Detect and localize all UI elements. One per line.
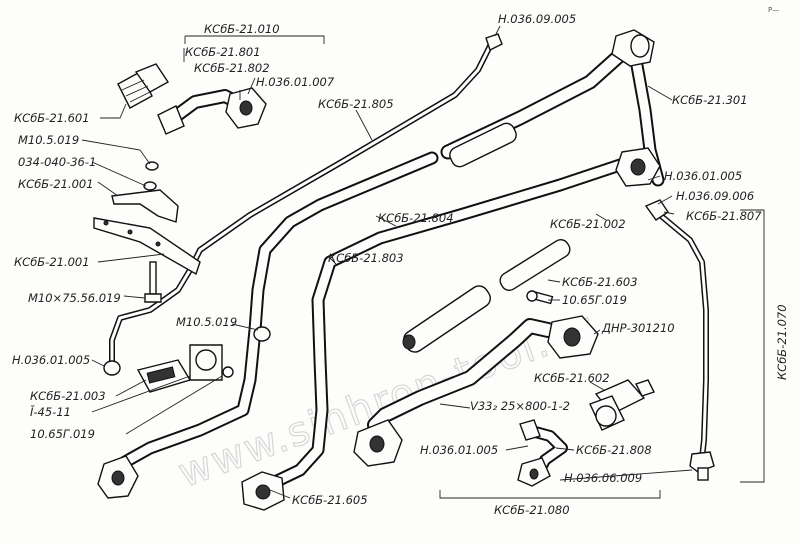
label-m10-5-019-top: М10.5.019 [18, 133, 79, 147]
label-21-080: КСбБ-21.080 [494, 503, 570, 517]
end-flange-21-605 [241, 471, 285, 511]
label-21-001-lower: КСбБ-21.001 [14, 255, 90, 269]
end-nut-left [103, 360, 121, 376]
hose-v33 [353, 318, 556, 467]
label-m10x75: М10×75.56.019 [28, 291, 121, 305]
label-21-010: КСбБ-21.010 [204, 22, 280, 36]
fitting-21-602 [589, 379, 655, 431]
label-10-65g-019-left: 10.65Г.019 [30, 427, 95, 441]
label-21-808: КСбБ-21.808 [576, 443, 652, 457]
fitting-21-601 [117, 63, 170, 109]
label-21-070: КСбБ-21.070 [775, 304, 789, 380]
nut-m10-upper [253, 326, 271, 342]
bolt-21-603 [526, 290, 554, 305]
label-h-036-01-005-left: Н.036.01.005 [12, 353, 90, 367]
bolt-m10 [144, 261, 162, 303]
flange-dnr [547, 315, 599, 359]
fitting-21-802 [157, 87, 267, 135]
clamp-21-001-lower [93, 217, 201, 276]
tube-21-804 [255, 158, 627, 495]
label-21-805: КСбБ-21.805 [318, 97, 394, 111]
label-21-602: КСбБ-21.602 [534, 371, 610, 385]
washer-nut-pair [143, 161, 159, 191]
end-flange-left [97, 455, 139, 499]
label-h-036-01-007: Н.036.01.007 [256, 75, 335, 89]
label-21-807: КСбБ-21.807 [686, 209, 762, 223]
label-034-040-36-1: 034-040-36-1 [18, 155, 96, 169]
tube-21-807 [644, 199, 715, 481]
label-21-301: КСбБ-21.301 [672, 93, 748, 107]
label-h-036-09-005: Н.036.09.005 [498, 12, 576, 26]
label-21-802: КСбБ-21.802 [194, 61, 270, 75]
label-h-036-09-006: Н.036.09.006 [676, 189, 754, 203]
fitting-21-808 [517, 419, 568, 487]
corner-mark: P— [768, 6, 779, 14]
label-21-803: КСбБ-21.803 [328, 251, 404, 265]
label-v33: V33₂ 25×800-1-2 [470, 399, 570, 413]
label-h-036-06-009: Н.036.06.009 [564, 471, 642, 485]
label-21-605: КСбБ-21.605 [292, 493, 368, 507]
clamp-21-001-upper [111, 189, 179, 223]
label-h-036-01-005-right: Н.036.01.005 [664, 169, 742, 183]
label-21-001-upper: КСбБ-21.001 [18, 177, 94, 191]
clamp-21-003 [136, 344, 234, 393]
leader-lines [81, 25, 765, 499]
hose-segments [402, 122, 571, 353]
label-h-036-01-005-bottom: Н.036.01.005 [420, 443, 498, 457]
label-10-65g-019-right: 10.65Г.019 [562, 293, 627, 307]
label-21-002: КСбБ-21.002 [550, 217, 626, 231]
label-21-603: КСбБ-21.603 [562, 275, 638, 289]
label-21-804: КСбБ-21.804 [378, 211, 454, 225]
label-21-003: КСбБ-21.003 [30, 389, 106, 403]
label-m10-5-019-mid: М10.5.019 [176, 315, 237, 329]
label-21-801: КСбБ-21.801 [185, 45, 261, 59]
label-dnr-301210: ДНР-301210 [601, 321, 675, 335]
label-21-601: КСбБ-21.601 [14, 111, 90, 125]
flange-21-002 [615, 147, 661, 187]
label-i-45-11: Ī-45-11 [30, 405, 71, 419]
